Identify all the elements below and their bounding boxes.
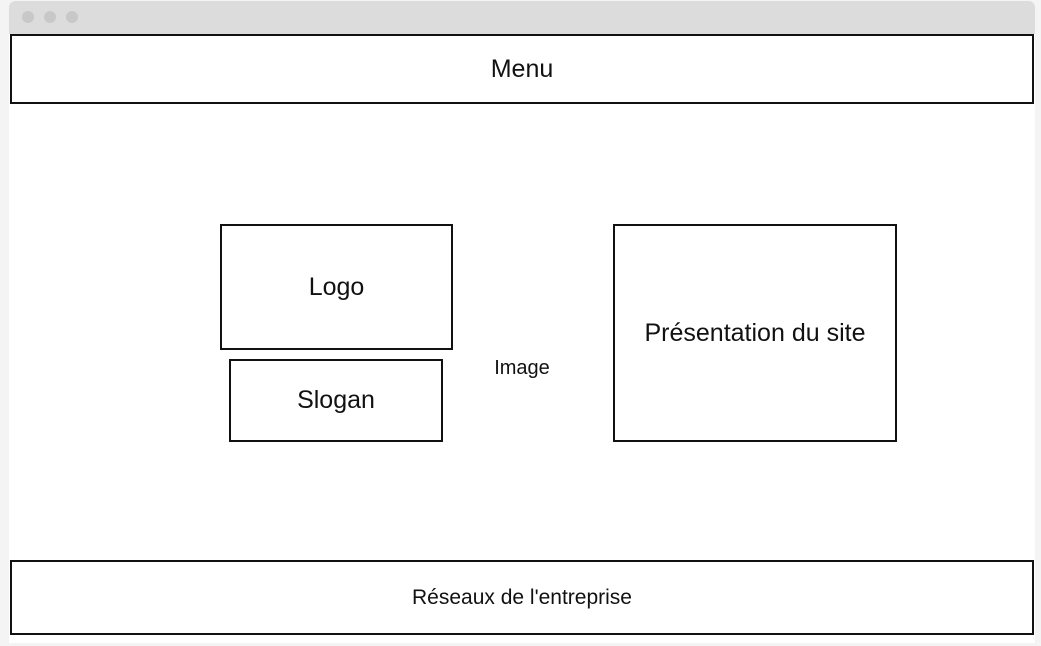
image-label: Image: [494, 357, 550, 379]
close-dot-icon[interactable]: [22, 11, 34, 23]
menu-label: Menu: [490, 54, 554, 83]
logo-label: Logo: [308, 272, 365, 301]
slogan-label: Slogan: [297, 386, 375, 414]
logo-placeholder: Logo: [220, 224, 453, 350]
browser-window: Menu Logo Slogan Image Présentation du s…: [9, 1, 1035, 643]
minimize-dot-icon[interactable]: [44, 11, 56, 23]
footer-label: Réseaux de l'entreprise: [412, 585, 632, 609]
window-titlebar: [9, 1, 1035, 34]
presentation-label: Présentation du site: [644, 318, 866, 347]
footer-bar: Réseaux de l'entreprise: [10, 560, 1034, 635]
slogan-placeholder: Slogan: [229, 359, 443, 442]
site-presentation-placeholder: Présentation du site: [613, 224, 897, 442]
maximize-dot-icon[interactable]: [66, 11, 78, 23]
menu-bar: Menu: [10, 34, 1034, 104]
